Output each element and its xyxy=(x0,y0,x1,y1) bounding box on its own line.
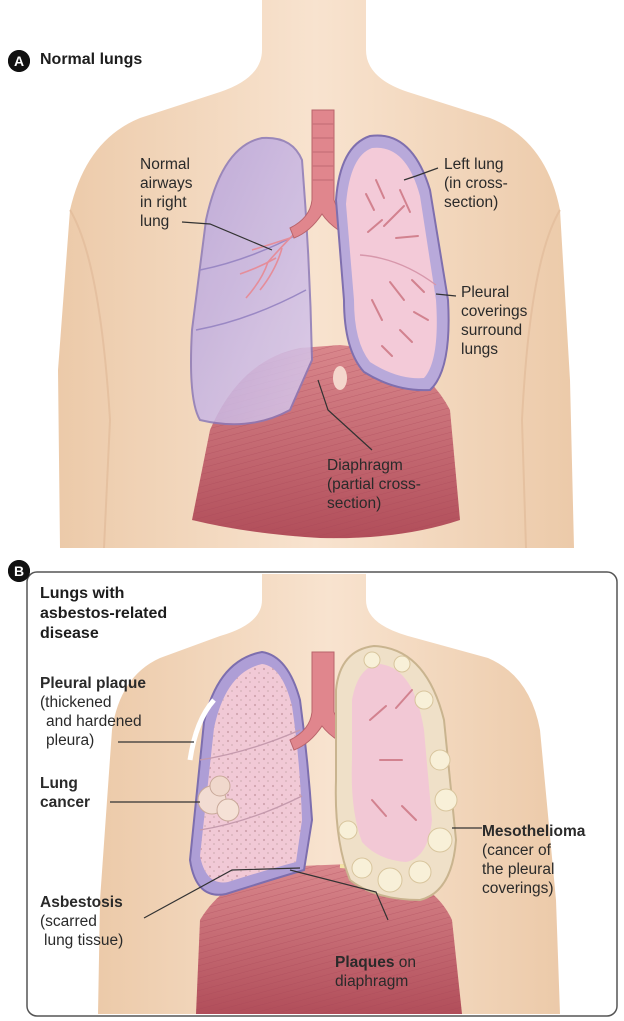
badge-b: B xyxy=(8,560,30,582)
label-normal-airways: Normal airways in right lung xyxy=(140,155,193,231)
label-pleural-coverings: Pleural coverings surround lungs xyxy=(461,283,527,359)
panel-a-figure xyxy=(0,0,624,548)
label-asbestosis: Asbestosis (scarred lung tissue) xyxy=(40,893,123,950)
label-mesothelioma: Mesothelioma (cancer of the pleural cove… xyxy=(482,822,585,898)
panel-a-title: Normal lungs xyxy=(40,51,142,69)
panel-b-title: Lungs with asbestos-related disease xyxy=(40,584,167,644)
badge-a: A xyxy=(8,50,30,72)
label-lung-cancer: Lung cancer xyxy=(40,774,90,812)
label-pleural-plaque: Pleural plaque (thickened and hardened p… xyxy=(40,674,146,750)
label-left-lung: Left lung (in cross- section) xyxy=(444,155,508,212)
label-plaques-diaphragm: Plaques on diaphragm xyxy=(335,953,416,991)
label-diaphragm: Diaphragm (partial cross- section) xyxy=(327,456,421,513)
